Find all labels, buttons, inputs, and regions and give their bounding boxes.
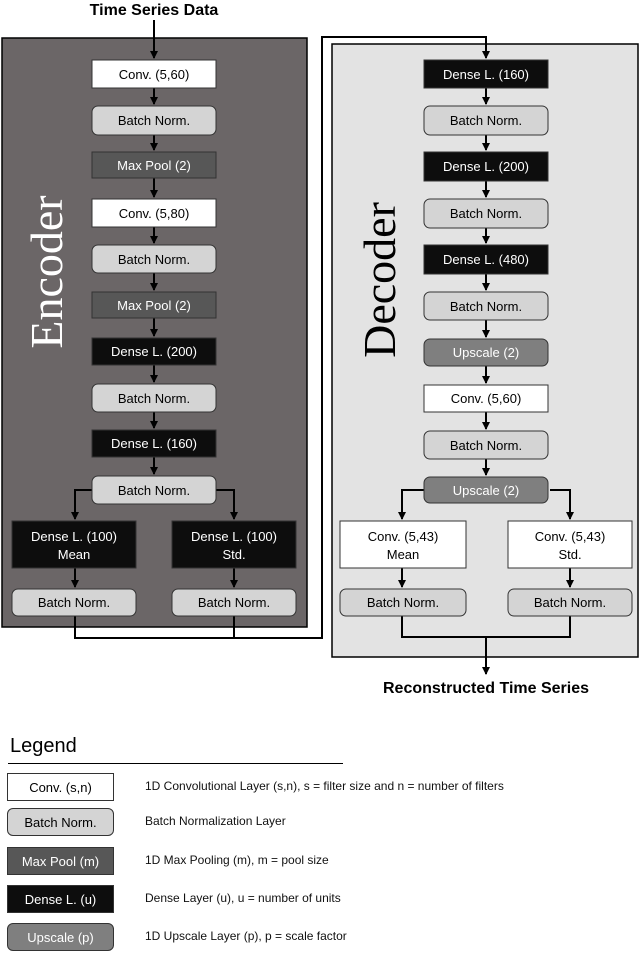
- decoder-upscale-node: Upscale (2): [423, 476, 549, 504]
- node-label: Upscale (2): [453, 483, 519, 498]
- encoder-maxpool-node: Max Pool (2): [91, 291, 217, 319]
- legend-item-upscale: Upscale (p) 1D Upscale Layer (p), p = sc…: [0, 923, 640, 955]
- legend-description: 1D Upscale Layer (p), p = scale factor: [145, 929, 347, 943]
- decoder-batchnorm-mean-node: Batch Norm.: [339, 588, 467, 617]
- decoder-conv-mean-node: Conv. (5,43) Mean: [339, 520, 467, 569]
- decoder-dense-node: Dense L. (160): [423, 59, 549, 89]
- legend-swatch-max-pool: Max Pool (m): [7, 847, 114, 875]
- encoder-batchnorm-std-node: Batch Norm.: [171, 588, 297, 617]
- node-label: Mean: [58, 547, 91, 562]
- legend-divider: [8, 763, 343, 764]
- node-label: Batch Norm.: [198, 595, 270, 610]
- decoder-connectors: [398, 88, 574, 675]
- node-label: Dense L. (200): [111, 344, 197, 359]
- legend-swatch-conv: Conv. (s,n): [7, 773, 114, 801]
- legend-swatch-batch-norm: Batch Norm.: [7, 808, 114, 836]
- diagram-title: Time Series Data: [90, 2, 219, 19]
- node-label: Batch Norm.: [534, 595, 606, 610]
- encoder-batchnorm-node: Batch Norm.: [91, 244, 217, 274]
- decoder-batchnorm-node: Batch Norm.: [423, 105, 549, 136]
- node-label: Max Pool (2): [117, 158, 191, 173]
- decoder-conv-std-node: Conv. (5,43) Std.: [507, 520, 633, 569]
- node-label: Batch Norm.: [118, 483, 190, 498]
- legend-title: Legend: [10, 735, 77, 757]
- encoder-conv-node: Conv. (5,80): [91, 198, 217, 228]
- encoder-dense-node: Dense L. (200): [91, 337, 217, 366]
- node-label: Batch Norm.: [38, 595, 110, 610]
- legend-item-dense: Dense L. (u) Dense Layer (u), u = number…: [0, 885, 640, 917]
- encoder-dense-node: Dense L. (160): [91, 429, 217, 458]
- decoder-batchnorm-node: Batch Norm.: [423, 291, 549, 321]
- node-label: Batch Norm.: [118, 252, 190, 267]
- encoder-batchnorm-node: Batch Norm.: [91, 475, 217, 505]
- node-label: Std.: [558, 547, 581, 562]
- encoder-batchnorm-node: Batch Norm.: [91, 105, 217, 136]
- legend-swatch-upscale: Upscale (p): [7, 923, 114, 951]
- node-label: Batch Norm.: [367, 595, 439, 610]
- decoder-dense-node: Dense L. (200): [423, 151, 549, 182]
- node-label: Batch Norm.: [450, 299, 522, 314]
- node-label: Batch Norm.: [118, 391, 190, 406]
- node-label: Batch Norm.: [450, 206, 522, 221]
- node-label: Conv. (5,43): [368, 529, 439, 544]
- node-label: Std.: [222, 547, 245, 562]
- node-label: Dense L. (160): [443, 67, 529, 82]
- encoder-label: Encoder: [21, 195, 72, 348]
- decoder-upscale-node: Upscale (2): [423, 338, 549, 367]
- encoder-dense-std-node: Dense L. (100) Std.: [171, 520, 297, 569]
- encoder-maxpool-node: Max Pool (2): [91, 151, 217, 179]
- legend-description: 1D Max Pooling (m), m = pool size: [145, 853, 329, 867]
- legend-item-conv: Conv. (s,n) 1D Convolutional Layer (s,n)…: [0, 773, 640, 805]
- legend-item-max-pool: Max Pool (m) 1D Max Pooling (m), m = poo…: [0, 847, 640, 879]
- encoder-dense-mean-node: Dense L. (100) Mean: [11, 520, 137, 569]
- decoder-dense-node: Dense L. (480): [423, 244, 549, 275]
- node-label: Mean: [387, 547, 420, 562]
- legend-description: Dense Layer (u), u = number of units: [145, 891, 341, 905]
- node-label: Dense L. (480): [443, 252, 529, 267]
- legend-item-batch-norm: Batch Norm. Batch Normalization Layer: [0, 808, 640, 840]
- node-label: Batch Norm.: [450, 113, 522, 128]
- decoder-label: Decoder: [354, 202, 405, 358]
- encoder-connectors: [71, 20, 490, 639]
- node-label: Conv. (5,60): [451, 391, 522, 406]
- legend-description: 1D Convolutional Layer (s,n), s = filter…: [145, 779, 504, 793]
- encoder-conv-node: Conv. (5,60): [91, 59, 217, 89]
- node-label: Dense L. (100): [31, 529, 117, 544]
- decoder-batchnorm-node: Batch Norm.: [423, 198, 549, 229]
- legend-swatch-dense: Dense L. (u): [7, 885, 114, 913]
- decoder-batchnorm-std-node: Batch Norm.: [507, 588, 633, 617]
- node-label: Conv. (5,80): [119, 206, 190, 221]
- decoder-conv-node: Conv. (5,60): [423, 384, 549, 413]
- decoder-batchnorm-node: Batch Norm.: [423, 430, 549, 460]
- node-label: Dense L. (160): [111, 436, 197, 451]
- node-label: Batch Norm.: [118, 113, 190, 128]
- node-label: Max Pool (2): [117, 298, 191, 313]
- output-label: Reconstructed Time Series: [383, 680, 589, 697]
- node-label: Dense L. (200): [443, 159, 529, 174]
- encoder-batchnorm-node: Batch Norm.: [91, 383, 217, 413]
- node-label: Batch Norm.: [450, 438, 522, 453]
- node-label: Conv. (5,43): [535, 529, 606, 544]
- node-label: Conv. (5,60): [119, 67, 190, 82]
- node-label: Upscale (2): [453, 345, 519, 360]
- legend-description: Batch Normalization Layer: [145, 814, 286, 828]
- encoder-batchnorm-mean-node: Batch Norm.: [11, 588, 137, 617]
- node-label: Dense L. (100): [191, 529, 277, 544]
